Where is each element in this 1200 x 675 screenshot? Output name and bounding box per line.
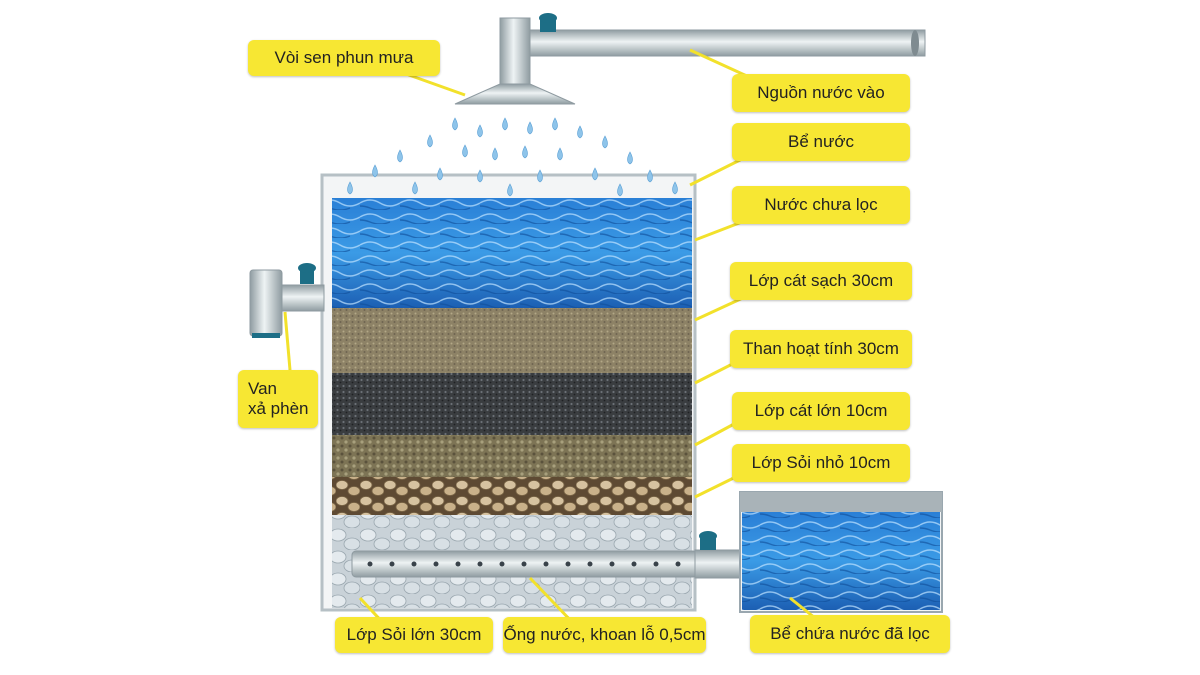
label-drain-valve-line2: xả phèn: [248, 399, 309, 418]
perforated-pipe: [351, 550, 698, 578]
water-droplets: [347, 117, 678, 197]
outlet-pipe: [694, 531, 744, 579]
activated-carbon-layer: [332, 373, 692, 435]
label-clean-sand: Lớp cát sạch 30cm: [730, 262, 912, 300]
inlet-pipe: [499, 13, 926, 87]
shower-head: [454, 83, 576, 105]
label-large-gravel: Lớp Sỏi lớn 30cm: [335, 617, 493, 653]
drain-valve: [249, 263, 325, 338]
filter-tank: [320, 173, 698, 612]
clean-sand-layer: [332, 308, 692, 373]
label-filtered-tank: Bể chứa nước đã lọc: [750, 615, 950, 653]
label-activated-carbon: Than hoạt tính 30cm: [730, 330, 912, 368]
label-water-source: Nguồn nước vào: [732, 74, 910, 112]
label-water-tank: Bể nước: [732, 123, 910, 161]
coarse-sand-layer: [332, 435, 692, 477]
label-unfiltered-water: Nước chưa lọc: [732, 186, 910, 224]
small-gravel-layer: [332, 477, 692, 515]
label-drain-valve: Van xả phèn: [238, 370, 318, 428]
label-coarse-sand: Lớp cát lớn 10cm: [732, 392, 910, 430]
label-perforated-pipe: Ống nước, khoan lỗ 0,5cm: [503, 617, 706, 653]
label-drain-valve-line1: Van: [248, 378, 277, 398]
label-shower-head: Vòi sen phun mưa: [248, 40, 440, 76]
label-small-gravel: Lớp Sỏi nhỏ 10cm: [732, 444, 910, 482]
filtered-water-tank: [739, 491, 943, 613]
